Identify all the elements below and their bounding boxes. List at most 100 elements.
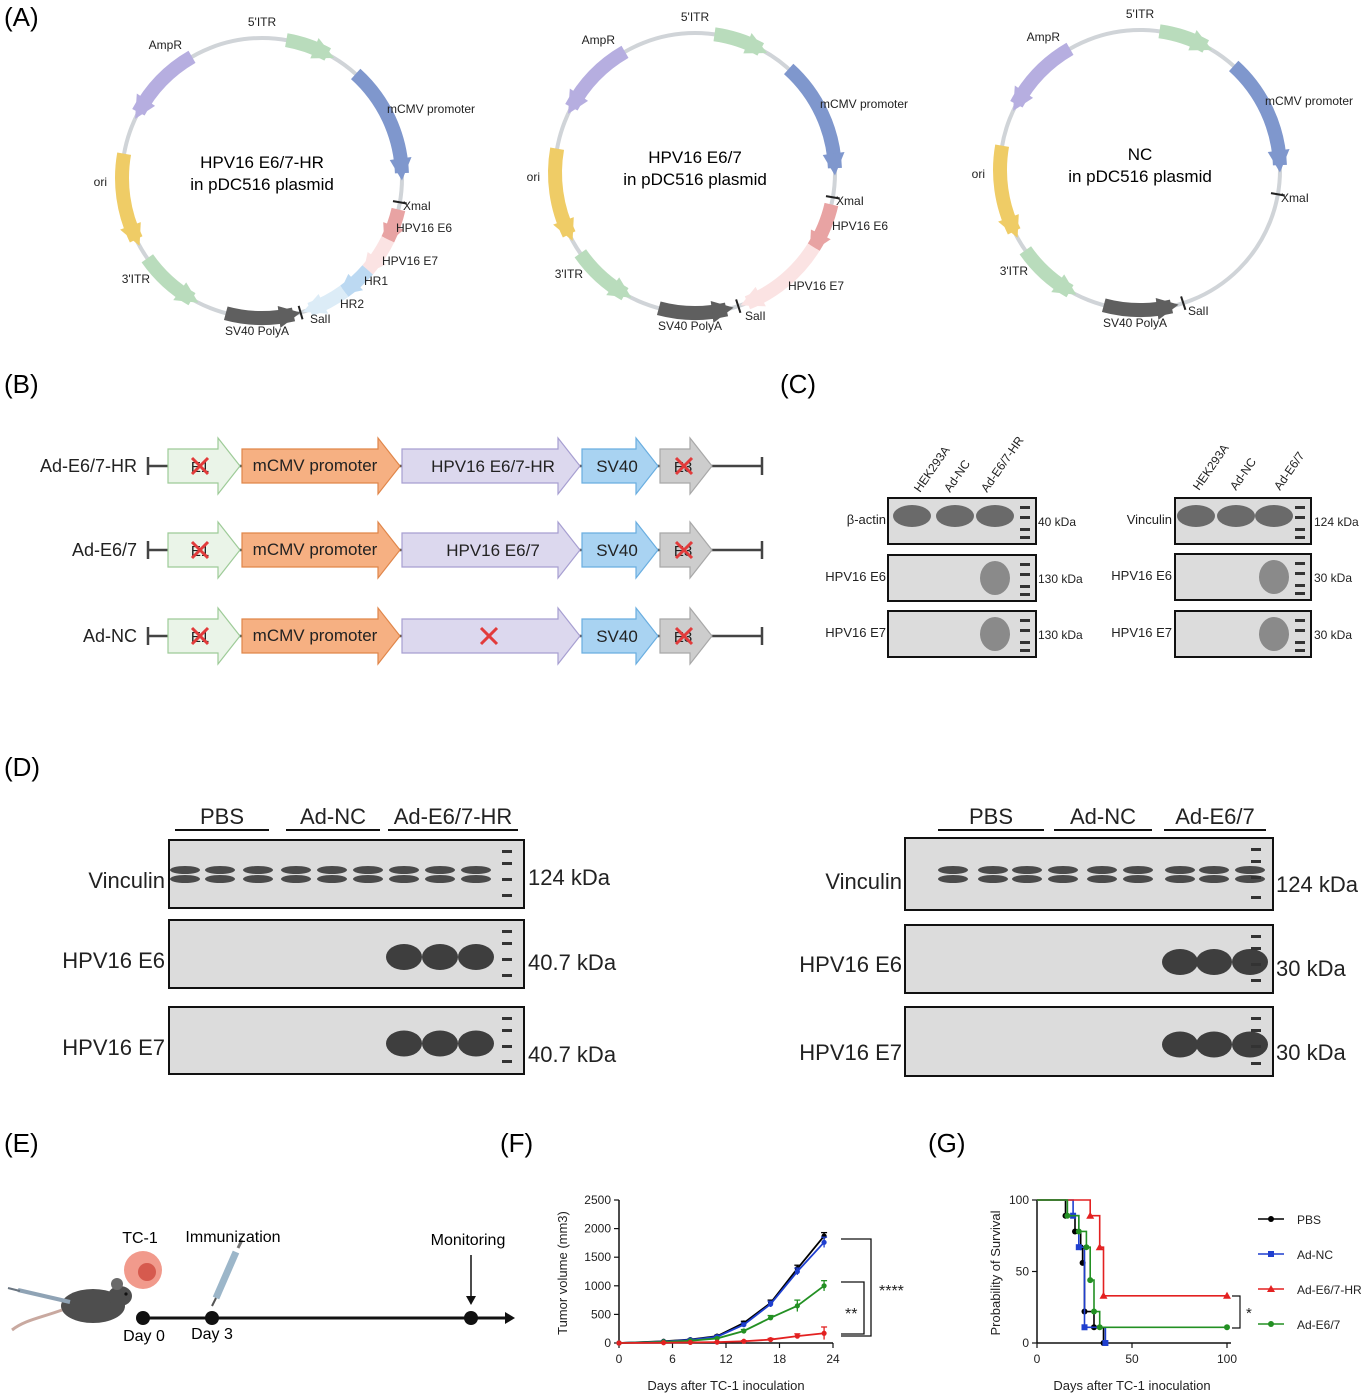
plasmid-title: HPV16 E6/7 <box>648 148 742 167</box>
ladder-band <box>502 1060 512 1063</box>
ladder-band <box>1020 506 1030 509</box>
plasmid-label-itr5: 5'ITR <box>681 10 710 24</box>
loading-control-band <box>976 505 1014 527</box>
restriction-site-tick <box>1270 192 1285 197</box>
x-tick-label: 0 <box>616 1352 623 1366</box>
loading-control-band <box>1235 866 1265 874</box>
ladder-band <box>1295 629 1305 632</box>
loading-control-band <box>1165 866 1195 874</box>
plasmid-label-ampr: AmpR <box>149 38 183 52</box>
panel-label-f: (F) <box>500 1128 533 1158</box>
e3-deletion-cross <box>674 540 694 560</box>
ladder-band <box>502 894 512 897</box>
data-point <box>741 1338 747 1344</box>
target-band <box>1196 1031 1232 1058</box>
ladder-band <box>1295 649 1305 652</box>
plasmid-feature-itr5-head <box>310 37 335 59</box>
plasmid-label-sali: SalI <box>310 312 331 326</box>
ladder-band <box>502 958 512 961</box>
series-line <box>618 1241 825 1344</box>
plasmid-title: HPV16 E6/7-HR <box>200 153 324 172</box>
ladder-band <box>1295 536 1305 539</box>
censor-mark <box>1087 1277 1094 1284</box>
loading-control-band <box>1177 505 1215 527</box>
restriction-site-tick <box>392 200 407 205</box>
y-tick-label: 100 <box>1009 1193 1029 1207</box>
loading-control-band <box>978 866 1008 874</box>
plasmid-feature-ori-head <box>120 222 141 246</box>
plasmid-label-e7: HPV16 E7 <box>382 254 438 268</box>
target-band <box>1196 949 1232 975</box>
plasmid-label-xmai: XmaI <box>403 199 431 213</box>
plasmid-feature-cmv-head <box>1267 148 1290 173</box>
plasmid-label-xmai: XmaI <box>836 194 864 208</box>
survival-curve <box>1037 1199 1107 1343</box>
target-band <box>1232 1031 1268 1058</box>
plasmid-label-ampr: AmpR <box>582 33 616 47</box>
kda-label: 124 kDa <box>1276 872 1359 897</box>
ladder-band <box>1295 584 1305 587</box>
ladder-band <box>1020 516 1030 519</box>
plasmid-map-e67hr: HPV16 E6/7-HR in pDC516 plasmid 5'ITRAmp… <box>94 15 475 338</box>
plasmid-feature-itr5-head <box>1188 29 1213 51</box>
data-point <box>767 1301 774 1307</box>
panel-label-d: (D) <box>4 752 40 782</box>
target-band <box>458 1030 494 1057</box>
x-tick-label: 0 <box>1034 1352 1041 1366</box>
insert-arrow <box>401 520 581 580</box>
immunization-label: Immunization <box>185 1229 280 1246</box>
sv40-label: SV40 <box>596 541 638 560</box>
plasmid-feature-polya-head <box>1155 298 1179 320</box>
plasmid-feature-ori-head <box>998 214 1019 238</box>
y-tick-label: 0 <box>1022 1336 1029 1350</box>
loading-control-band <box>243 866 273 874</box>
panel-label-e: (E) <box>4 1128 39 1158</box>
ladder-band <box>1020 649 1030 652</box>
target-band <box>458 944 494 970</box>
blot-panel <box>168 919 525 989</box>
loading-control-band <box>281 866 311 874</box>
plasmid-label-ori: ori <box>94 175 107 189</box>
insert-empty-cross <box>479 626 499 646</box>
data-point <box>741 1328 747 1334</box>
plasmid-label-polya: SV40 PolyA <box>225 324 289 338</box>
e1-deleted-arrow <box>167 520 241 580</box>
data-point <box>741 1322 747 1328</box>
ladder-band <box>1251 935 1261 938</box>
data-point <box>794 1333 800 1339</box>
lane-label: HEK293A <box>1190 442 1232 493</box>
blot-row-label: Vinculin <box>88 868 165 893</box>
blot-row-label: β-actin <box>847 512 886 527</box>
e3-deletion-cross <box>674 456 694 476</box>
blot-panel <box>168 839 525 909</box>
loading-control-band <box>1012 866 1042 874</box>
censor-mark <box>1102 1340 1109 1346</box>
construct-row: Ad-NCE1mCMV promoterSV40E3 <box>83 606 764 666</box>
plasmid-title: NC <box>1128 145 1153 164</box>
blot-panel <box>887 554 1037 602</box>
y-axis-label: Probability of Survival <box>988 1210 1003 1335</box>
survival-curve <box>1037 1199 1227 1329</box>
ladder-band <box>502 974 512 977</box>
censor-mark <box>1223 1291 1231 1299</box>
timepoint-monitoring <box>464 1311 478 1325</box>
loading-control-band <box>1199 866 1229 874</box>
loading-control-band <box>1087 866 1117 874</box>
kda-label: 124 kDa <box>1314 515 1359 529</box>
censor-mark <box>1224 1324 1230 1331</box>
ladder-band <box>1020 528 1030 531</box>
sig-label: * <box>1246 1305 1252 1322</box>
ladder-band <box>1020 619 1030 622</box>
ladder-band <box>502 1017 512 1020</box>
data-point <box>821 1239 827 1245</box>
plasmid-feature-ampr-head <box>568 88 589 114</box>
loading-control-band <box>281 875 311 883</box>
loading-control-band <box>389 875 419 883</box>
plasmid-label-itr5: 5'ITR <box>1126 7 1155 21</box>
plasmid-label-e6: HPV16 E6 <box>396 221 452 235</box>
kda-label: 30 kDa <box>1276 1040 1346 1065</box>
y-tick-label: 2000 <box>584 1222 611 1236</box>
